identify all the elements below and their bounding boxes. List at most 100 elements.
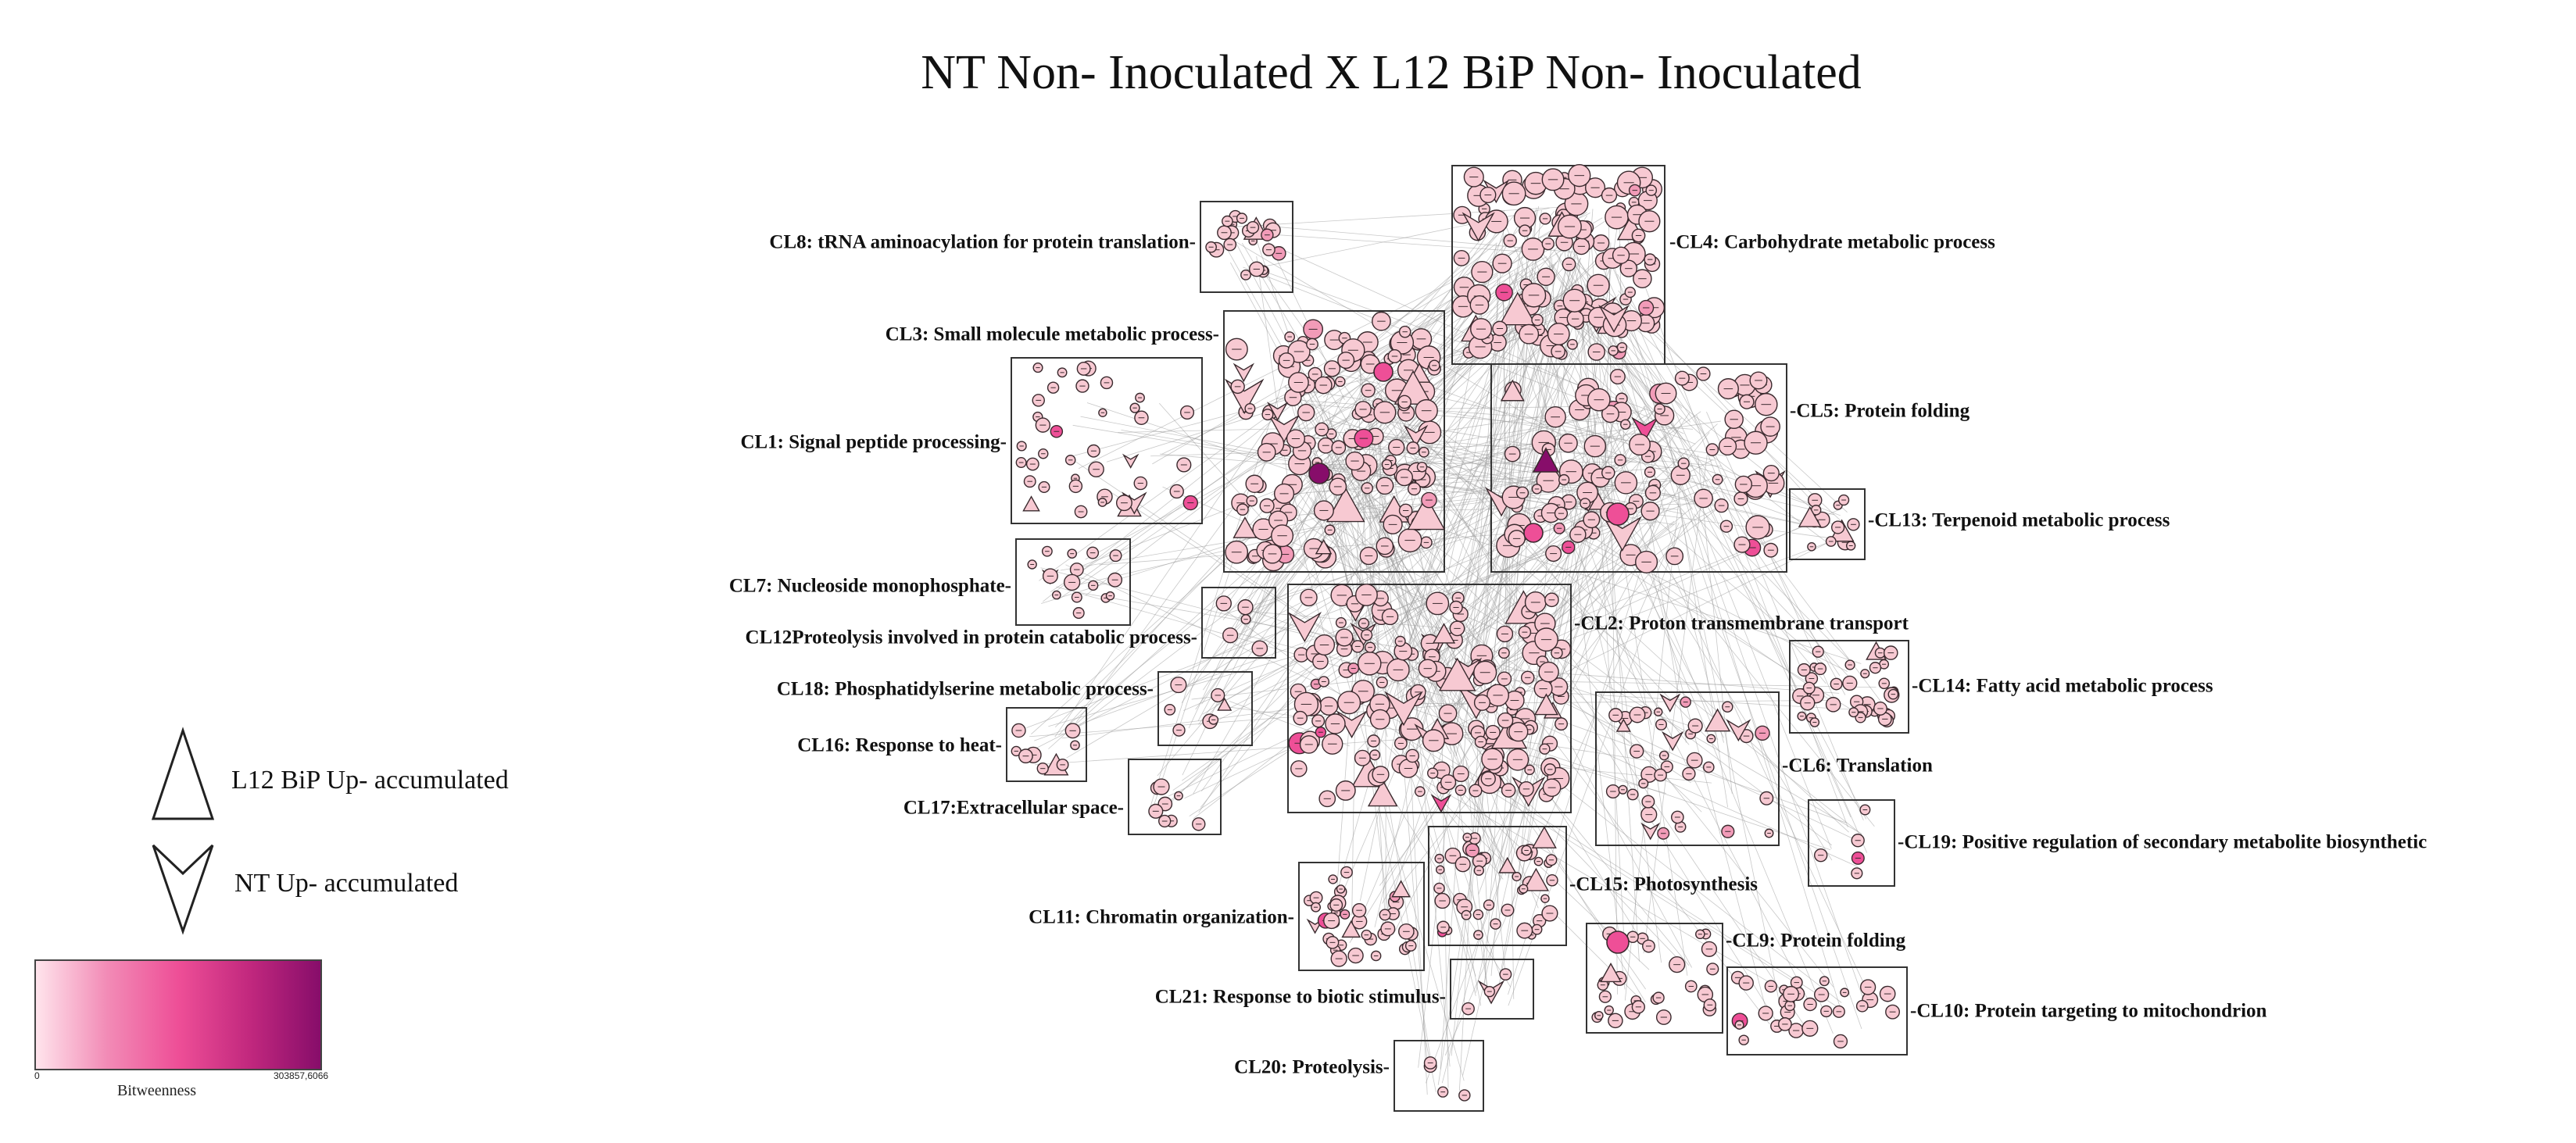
network-edge [1617,273,1846,695]
network-edge [1066,503,1343,727]
cluster-box-cl15 [1428,826,1567,946]
node-triangle-up [1500,379,1525,402]
node-triangle-down [1233,363,1255,383]
cluster-box-cl6 [1595,691,1780,846]
node-triangle-down [1287,612,1322,643]
cluster-box-cl2 [1287,584,1572,813]
cluster-box-cl9 [1586,923,1723,1034]
network-edge [1367,713,1800,986]
cluster-box-cl20 [1394,1040,1484,1112]
node-triangle-up [1498,291,1537,326]
node-triangle-down [1430,794,1452,813]
network-edge [1643,452,1708,954]
network-edge [1106,411,1270,463]
network-edge [1391,447,1451,1067]
node-triangle-down [1598,305,1630,333]
network-edge [1470,272,1531,905]
cluster-label-cl18: CL18: Phosphatidylserine metabolic proce… [777,679,1154,700]
cluster-label-cl16: CL16: Response to heat- [797,735,1002,756]
node-triangle-down [1640,822,1661,841]
cluster-label-cl12: CL12Proteolysis involved in protein cata… [746,627,1197,648]
scale-title: Bitweenness [117,1082,197,1099]
cluster-box-cl19 [1808,799,1895,887]
node-triangle-down [1462,212,1495,242]
hub-node [1523,523,1544,543]
network-edge [1673,452,1832,849]
network-edge [1502,288,1515,999]
network-edge [1564,429,1833,861]
network-edge [1181,222,1504,703]
cluster-label-cl2: -CL2: Proton transmembrane transport [1574,613,1909,634]
cluster-label-cl1: CL1: Signal peptide processing- [740,432,1007,453]
node-triangle-down [1659,693,1681,713]
cluster-label-cl13: -CL13: Terpenoid metabolic process [1868,510,2170,531]
cluster-label-cl17: CL17:Extracellular space- [903,798,1124,819]
network-edge [1369,513,1379,651]
node-triangle-up [1217,697,1233,711]
network-edge [1258,233,1544,254]
cluster-label-cl5: -CL5: Protein folding [1790,401,1970,422]
network-edge [1345,305,1612,707]
cluster-label-cl11: CL11: Chromatin organization- [1029,907,1294,928]
network-edge [1511,748,1690,966]
network-edge [1247,497,1563,613]
network-edge [1283,481,1352,737]
network-edge [1630,409,1687,743]
hub-node [1373,362,1394,382]
network-edge [1157,498,1392,777]
node-triangle-up [1498,856,1517,873]
cluster-label-cl3: CL3: Small molecule metabolic process- [886,324,1219,345]
network-edge [1627,495,1826,666]
node-triangle-down [1336,710,1368,739]
node-triangle-up [1233,516,1258,538]
node-triangle-down [1403,424,1429,448]
network-edge [1377,298,1599,938]
cluster-label-cl14: -CL14: Fatty acid metabolic process [1912,676,2213,697]
node-triangle-up [1407,495,1446,530]
cluster-box-cl10 [1726,966,1908,1055]
legend-shapes [151,727,215,935]
network-edge [1278,505,1691,784]
network-edge [1557,514,1810,1004]
network-nodes [1011,164,1901,1102]
cluster-label-cl20: CL20: Proteolysis- [1234,1057,1390,1078]
network-edge [1197,452,1342,722]
network-edge [1706,452,1830,545]
network-edge [1418,635,1468,1068]
cluster-box-cl12 [1201,587,1276,659]
node-triangle-down [1384,691,1423,727]
network-edge [1551,257,1564,503]
hub-node [1606,930,1630,954]
cluster-box-cl3 [1223,310,1445,573]
cluster-box-cl18 [1157,671,1253,746]
cluster-label-cl6: -CL6: Translation [1782,755,1933,777]
network-edge [1441,423,1718,669]
node-triangle-up [1341,920,1361,938]
node-triangle-up [1315,538,1333,555]
legend-nt-label: NT Up- accumulated [234,869,459,898]
node-triangle-up [1798,505,1822,527]
scale-min-label: 0 [34,1070,40,1081]
node-triangle-up [1533,693,1558,716]
network-edge [1171,653,1347,801]
network-edge [1497,463,1607,988]
cluster-label-cl9: -CL9: Protein folding [1726,930,1906,952]
network-edge [1201,266,1496,705]
node-triangle-up [1522,867,1550,891]
network-edge [1608,298,1724,743]
network-edge [1172,658,1366,791]
network-edge [1604,248,1868,853]
cluster-box-cl16 [1006,707,1087,782]
network-edge [1239,384,1365,638]
cluster-boxes [1006,165,1909,1112]
network-edge [1390,760,1784,991]
betweenness-color-scale [34,959,322,1070]
cluster-box-cl7 [1015,538,1131,626]
cluster-box-cl1 [1011,357,1203,524]
node-triangle-down [1726,719,1751,742]
network-edge [1295,432,1646,1002]
cluster-label-cl10: -CL10: Protein targeting to mitochondrio… [1910,1001,2267,1022]
network-edge [1357,221,1497,428]
